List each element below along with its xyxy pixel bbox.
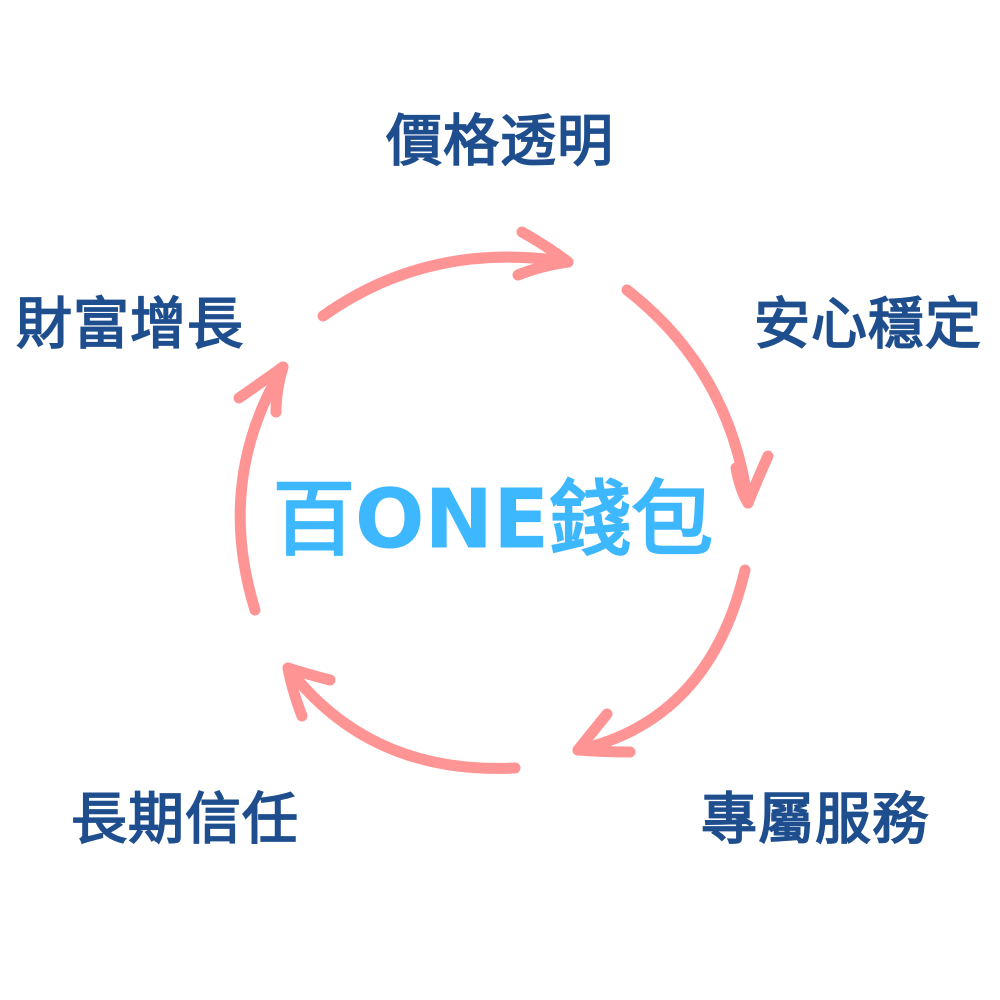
arrow-bottom	[282, 662, 521, 774]
arrow-right-upper	[621, 284, 774, 509]
arrow-top	[317, 226, 574, 322]
arrow-left	[233, 361, 289, 616]
node-price-transparency: 價格透明	[386, 109, 614, 175]
node-wealth-growth: 財富增長	[16, 292, 244, 358]
node-long-term-trust: 長期信任	[71, 787, 299, 853]
node-exclusive-service: 專屬服務	[701, 787, 929, 853]
node-peace-of-mind: 安心穩定	[754, 292, 982, 358]
center-label: 百ONE錢包	[272, 472, 714, 568]
arrow-right-lower	[572, 564, 751, 758]
